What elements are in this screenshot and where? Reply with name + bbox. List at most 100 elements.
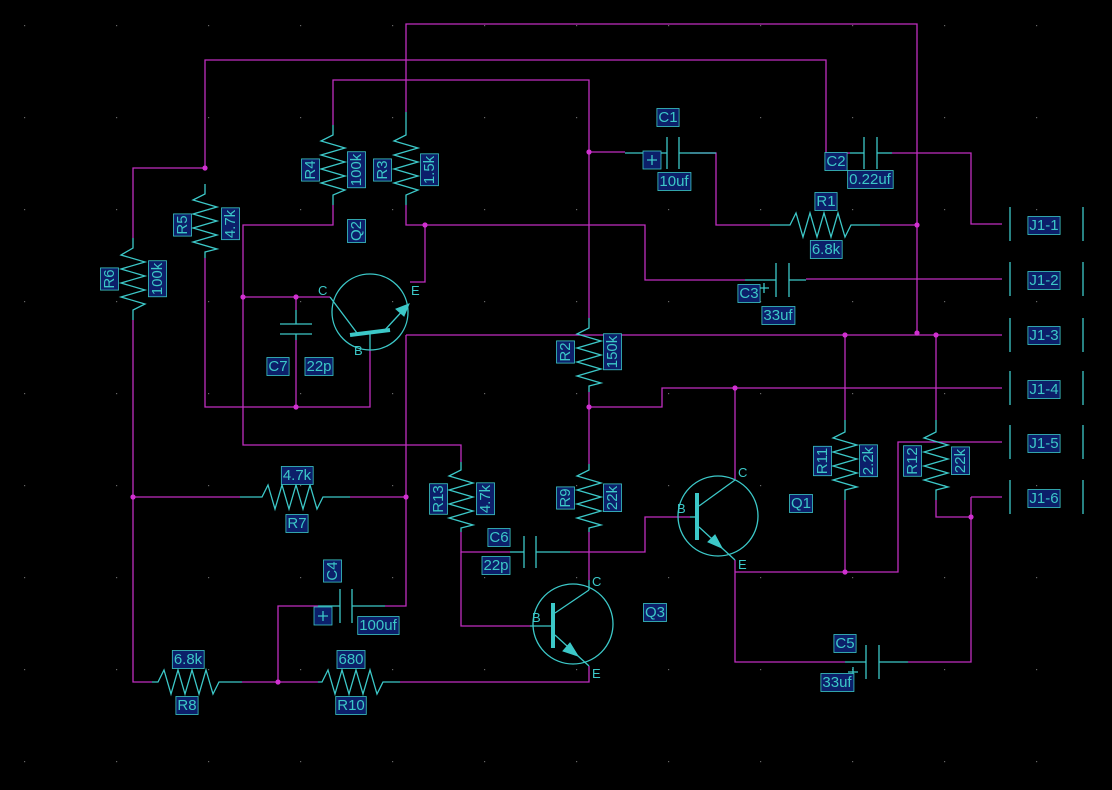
grid-dot xyxy=(116,25,118,27)
pin-label-collector: C xyxy=(592,574,601,589)
transistors: C E B C B E C B E xyxy=(318,273,759,681)
capacitor-c5[interactable] xyxy=(845,645,908,679)
wire xyxy=(385,335,407,607)
resistor-r2[interactable] xyxy=(574,318,604,392)
label-background xyxy=(556,486,575,510)
label-r11-name: R11 xyxy=(814,448,831,474)
grid-dot xyxy=(24,761,26,763)
transistor-q2[interactable]: C E B xyxy=(318,273,420,358)
resistor-r1[interactable] xyxy=(770,210,880,240)
resistor-r11[interactable] xyxy=(830,420,860,500)
grid-dot xyxy=(116,577,118,579)
connector-pin-j1-4[interactable] xyxy=(1009,371,1084,405)
label-background xyxy=(1027,434,1061,453)
capacitor-c7[interactable] xyxy=(280,310,312,340)
junctions xyxy=(130,149,974,685)
grid-dot xyxy=(1036,117,1038,119)
resistor-r3[interactable] xyxy=(391,112,421,205)
label-background xyxy=(304,357,334,376)
label-background xyxy=(847,170,894,189)
label-background xyxy=(643,603,667,622)
resistor-r5[interactable] xyxy=(190,184,220,258)
label-r2-value: 150k xyxy=(604,335,621,368)
label-background xyxy=(347,151,366,189)
resistor-r8[interactable] xyxy=(152,667,242,697)
junction-dot xyxy=(842,569,848,575)
label-r10-value: 680 xyxy=(338,651,363,668)
connector-pin-j1-3[interactable] xyxy=(1009,318,1084,352)
label-background xyxy=(813,445,832,477)
grid-dot xyxy=(852,117,854,119)
label-q2-name: Q2 xyxy=(348,221,365,241)
grid-dot xyxy=(668,577,670,579)
connector-pin-j1-6[interactable] xyxy=(1009,480,1084,514)
connector-pin-j1-1[interactable] xyxy=(1009,207,1084,241)
component-labels: C1 10uf C2 0.22uf R1 6.8k C3 33uf C7 22p… xyxy=(100,108,1061,715)
label-background xyxy=(603,483,622,512)
label-r11-value: 2.2k xyxy=(860,446,877,475)
label-c1-value: 10uf xyxy=(659,173,689,190)
grid-dot xyxy=(852,25,854,27)
capacitor-c1[interactable] xyxy=(625,137,716,170)
label-r7-value: 4.7k xyxy=(283,467,312,484)
wire xyxy=(400,666,590,683)
connector-pin-j1-5[interactable] xyxy=(1009,425,1084,459)
resistor-r6[interactable] xyxy=(118,238,148,320)
transistor-q3[interactable]: C B E xyxy=(530,574,614,681)
label-c5-name: C5 xyxy=(835,635,854,652)
grid-dot xyxy=(208,669,210,671)
connector-pin-j1-2[interactable] xyxy=(1009,262,1084,296)
resistor-r10[interactable] xyxy=(318,667,400,697)
grid-dot xyxy=(668,485,670,487)
resistor-r12[interactable] xyxy=(921,420,951,500)
label-background xyxy=(814,192,838,211)
capacitor-c6[interactable] xyxy=(510,536,570,568)
resistor-r7[interactable] xyxy=(240,482,350,512)
label-background xyxy=(1027,380,1061,399)
resistor-r9[interactable] xyxy=(574,464,604,532)
grid-dot xyxy=(24,393,26,395)
label-r12-name: R12 xyxy=(904,447,921,475)
grid-dot xyxy=(392,25,394,27)
label-j1-5: J1-5 xyxy=(1029,435,1058,452)
resistor-r13[interactable] xyxy=(446,462,476,532)
capacitor-c3[interactable] xyxy=(745,263,806,297)
wire xyxy=(204,59,850,168)
label-r1-name: R1 xyxy=(816,193,835,210)
label-background xyxy=(603,333,622,371)
label-j1-4: J1-4 xyxy=(1029,381,1058,398)
wire xyxy=(332,79,590,318)
label-r13-value: 4.7k xyxy=(477,484,494,513)
label-c4-name: C4 xyxy=(324,561,341,580)
grid-dot xyxy=(116,117,118,119)
capacitor-c4[interactable] xyxy=(313,589,385,626)
grid-dot xyxy=(668,25,670,27)
label-background xyxy=(175,696,199,715)
grid-dot xyxy=(760,485,762,487)
capacitor-c2[interactable] xyxy=(850,137,892,169)
grid-dot xyxy=(116,209,118,211)
wire xyxy=(242,205,462,462)
label-background xyxy=(761,306,796,325)
wire xyxy=(410,225,426,283)
pin-label-base: B xyxy=(677,501,686,516)
grid-dot xyxy=(668,209,670,211)
label-background xyxy=(335,696,367,715)
label-background xyxy=(1027,271,1061,290)
grid-dot xyxy=(392,209,394,211)
resistors xyxy=(118,112,951,697)
wire xyxy=(460,552,530,627)
transistor-q1[interactable]: C B E xyxy=(677,465,759,572)
junction-dot xyxy=(732,385,738,391)
grid-dot xyxy=(1036,761,1038,763)
connector-j1 xyxy=(1009,207,1084,514)
grid-dot xyxy=(300,485,302,487)
grid-dot xyxy=(760,117,762,119)
label-c6-name: C6 xyxy=(489,529,508,546)
label-r5-name: R5 xyxy=(174,215,191,234)
grid-dot xyxy=(24,301,26,303)
label-c7-name: C7 xyxy=(268,358,287,375)
label-background xyxy=(1027,326,1061,345)
capacitors xyxy=(280,137,908,679)
resistor-r4[interactable] xyxy=(318,125,348,205)
